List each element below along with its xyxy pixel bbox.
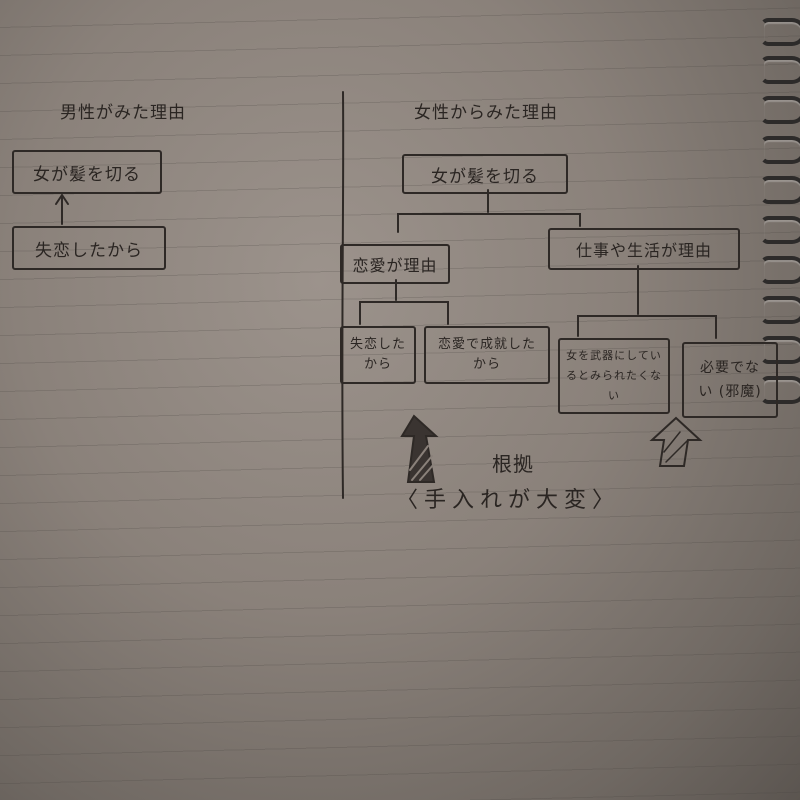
- left-top-node-label: 女が髪を切る: [33, 164, 141, 185]
- tree-bracket-work: [577, 315, 717, 339]
- leaf-weapon-node: 女を武器にしているとみられたくない: [558, 338, 670, 414]
- leaf-heartbreak-label: 失恋したから: [349, 337, 406, 372]
- reason-label: 〈手入れが大変〉: [396, 488, 621, 513]
- right-top-node-label: 女が髪を切る: [431, 166, 539, 187]
- leaf-unneeded-node: 必要でない (邪魔): [682, 342, 778, 418]
- spiral-ring: [760, 136, 800, 164]
- branch-love-label: 恋愛が理由: [352, 256, 438, 275]
- spiral-ring: [760, 216, 800, 244]
- spiral-ring: [760, 96, 800, 124]
- right-heading: 女性からみた理由: [414, 103, 558, 123]
- tree-bracket-top: [397, 213, 581, 233]
- spiral-ring: [760, 296, 800, 324]
- spiral-ring: [760, 176, 800, 204]
- spiral-ring: [760, 56, 800, 84]
- hatched-arrow-left: [400, 414, 439, 483]
- left-heading: 男性がみた理由: [60, 103, 186, 123]
- branch-love-node: 恋愛が理由: [340, 244, 450, 284]
- spiral-ring: [760, 256, 800, 284]
- hatched-arrow-right: [649, 416, 703, 467]
- leaf-success-label: 恋愛で成就したから: [437, 337, 536, 372]
- left-cause-node: 失恋したから: [12, 226, 166, 270]
- left-arrow-head: [55, 193, 69, 205]
- leaf-heartbreak-node: 失恋したから: [340, 326, 416, 384]
- branch-work-label: 仕事や生活が理由: [575, 241, 712, 260]
- spiral-ring: [760, 18, 800, 46]
- leaf-unneeded-label: 必要でない (邪魔): [698, 360, 762, 400]
- spiral-ring: [760, 376, 800, 404]
- left-cause-node-label: 失恋したから: [35, 240, 143, 261]
- root-label: 根拠: [492, 452, 534, 476]
- right-top-node: 女が髪を切る: [402, 154, 568, 194]
- left-top-node: 女が髪を切る: [12, 150, 162, 194]
- tree-bracket-love: [359, 301, 449, 325]
- leaf-weapon-label: 女を武器にしているとみられたくない: [566, 349, 662, 402]
- branch-work-node: 仕事や生活が理由: [548, 228, 740, 270]
- column-divider: [341, 91, 345, 499]
- spiral-ring: [760, 336, 800, 364]
- leaf-success-node: 恋愛で成就したから: [424, 326, 550, 384]
